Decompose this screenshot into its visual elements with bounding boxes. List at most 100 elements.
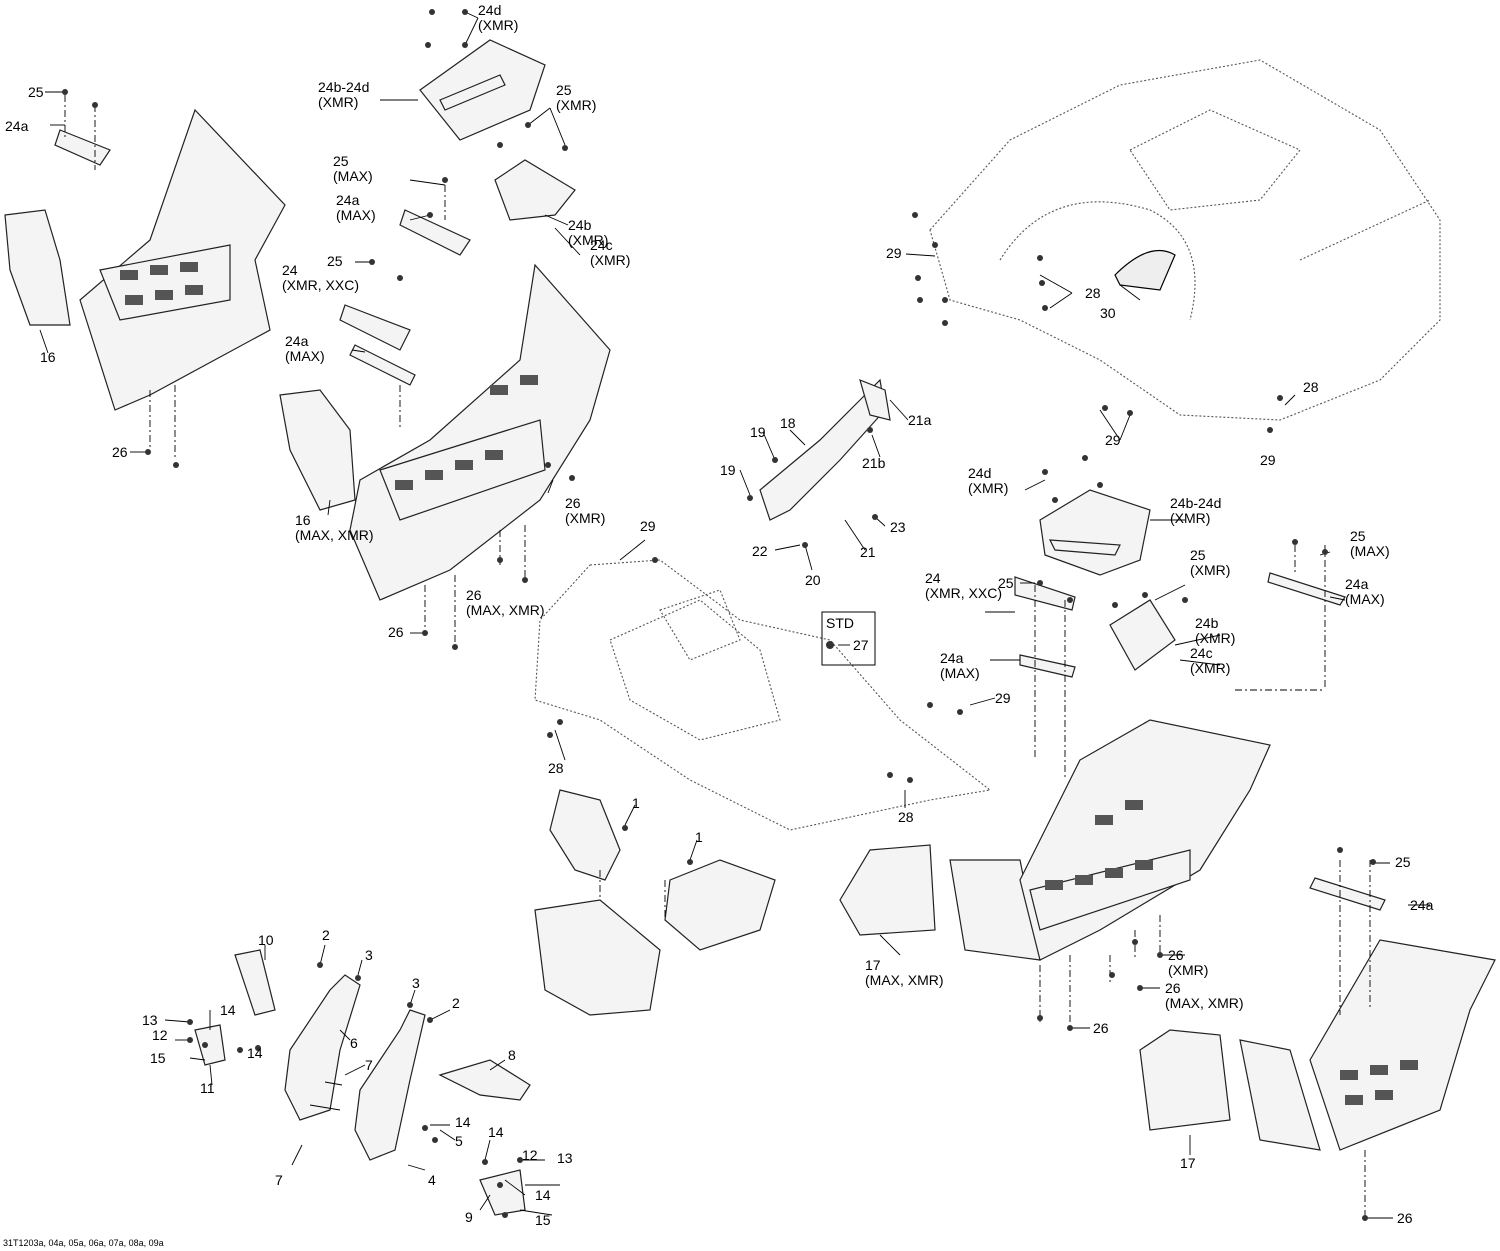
- callout-label: 7: [365, 1057, 373, 1073]
- callout-label: 1: [632, 795, 640, 811]
- callout-label: 24b(XMR): [1195, 615, 1235, 646]
- figure-code: 31T1203a, 04a, 05a, 06a, 07a, 08a, 09a: [3, 1238, 164, 1248]
- callout-label: 13: [142, 1012, 158, 1028]
- callout-label: 26(XMR): [565, 495, 605, 526]
- callout-label: 9: [465, 1209, 473, 1225]
- callout-label: 19: [750, 424, 766, 440]
- grille-part: [534, 789, 776, 1016]
- callout-label: 16(MAX, XMR): [295, 512, 374, 543]
- callout-label: 27: [853, 637, 869, 653]
- callout-label: 28: [548, 760, 564, 776]
- callout-label: 28: [898, 809, 914, 825]
- callout-label: 13: [557, 1150, 573, 1166]
- callout-label: 29: [1260, 452, 1276, 468]
- callout-label: 17(MAX, XMR): [865, 957, 944, 988]
- callout-label: 7: [275, 1172, 283, 1188]
- callout-label: 24(XMR, XXC): [282, 262, 359, 293]
- front-frame-part: [194, 949, 531, 1216]
- callout-label: 11: [200, 1080, 215, 1096]
- dashed-leaders: [64, 95, 1371, 1215]
- callout-label: 2: [322, 927, 330, 943]
- callout-label: 17: [1180, 1155, 1196, 1171]
- callout-label: 25(XMR): [556, 82, 596, 113]
- callout-label: 26(MAX, XMR): [466, 587, 545, 618]
- callout-label: 26: [1093, 1020, 1109, 1036]
- callout-label: 23: [890, 519, 906, 535]
- callout-label: 6: [350, 1035, 358, 1051]
- callout-label: 24d(XMR): [968, 465, 1008, 496]
- callout-label: 24b-24d(XMR): [318, 79, 369, 110]
- fasteners: [62, 9, 1376, 1221]
- callout-label: 28: [1085, 285, 1101, 301]
- callout-label: 29: [886, 245, 902, 261]
- callout-label: 21: [860, 544, 876, 560]
- callout-label: 25: [998, 575, 1014, 591]
- callout-label: 30: [1100, 305, 1116, 321]
- callout-label: 25(XMR): [1190, 547, 1230, 578]
- callout-label: 24b-24d(XMR): [1170, 495, 1221, 526]
- callout-label: 16: [40, 349, 56, 365]
- front-fender-part: [534, 559, 992, 831]
- right-footrest-std-part: [1139, 877, 1496, 1151]
- callout-label: 18: [780, 415, 796, 431]
- callout-label: 24a(MAX): [336, 192, 376, 223]
- center-footrest-part: [279, 209, 611, 601]
- callout-label: 12: [152, 1027, 168, 1043]
- right-footrest-max-part: [839, 719, 1271, 961]
- callout-label: 4: [428, 1172, 436, 1188]
- callout-label: 26(XMR): [1168, 947, 1208, 978]
- callout-label: 29: [995, 690, 1011, 706]
- callout-label: 24b(XMR): [568, 217, 608, 248]
- callout-label: 24(XMR, XXC): [925, 570, 1002, 601]
- callout-label: 10: [258, 932, 274, 948]
- callout-labels: 1 1 2 2 3 3 4 5 6 7 7 8 9 10 11 12 12 13…: [5, 2, 1434, 1228]
- callout-label: 12: [522, 1147, 538, 1163]
- callout-label: 15: [150, 1050, 166, 1066]
- callout-label: 29: [1105, 432, 1121, 448]
- callout-label: 25: [28, 84, 44, 100]
- callout-label: 24d(XMR): [478, 2, 518, 33]
- std-box-label: STD: [826, 615, 854, 631]
- callout-label: 22: [752, 543, 768, 559]
- callout-label: 26: [112, 444, 128, 460]
- callout-label: 24a: [1410, 897, 1434, 913]
- callout-label: 26: [1397, 1210, 1413, 1226]
- callout-label: 14: [220, 1002, 236, 1018]
- step-plate-right-part: [1014, 489, 1346, 678]
- callout-label: 29: [640, 518, 656, 534]
- callout-label: 2: [452, 995, 460, 1011]
- callout-label: 25: [327, 253, 343, 269]
- callout-label: 14: [488, 1124, 504, 1140]
- callout-label: 26(MAX, XMR): [1165, 980, 1244, 1011]
- callout-label: 21b: [862, 455, 886, 471]
- callout-label: 1: [695, 829, 703, 845]
- callout-label: 24a(MAX): [1345, 576, 1385, 607]
- callout-label: 20: [805, 572, 821, 588]
- callout-label: 14: [455, 1114, 471, 1130]
- callout-label: 14: [535, 1187, 551, 1203]
- callout-label: 8: [508, 1047, 516, 1063]
- callout-label: 24c(XMR): [1190, 645, 1230, 676]
- step-plate-top-part: [419, 39, 576, 221]
- callout-label: 3: [365, 947, 373, 963]
- callout-label: 25(MAX): [1350, 528, 1390, 559]
- bracket-part: [759, 378, 891, 521]
- callout-label: 26: [388, 624, 404, 640]
- left-footrest-part: [4, 108, 286, 411]
- callout-label: 25(MAX): [333, 153, 373, 184]
- callout-label: 24a(MAX): [940, 650, 980, 681]
- callout-label: 28: [1303, 379, 1319, 395]
- callout-label: 24c(XMR): [590, 237, 630, 268]
- callout-label: 14: [247, 1045, 263, 1061]
- rear-fender-part: [929, 59, 1441, 421]
- callout-label: 3: [412, 975, 420, 991]
- callout-label: 5: [455, 1133, 463, 1149]
- callout-label: 21a: [908, 412, 932, 428]
- callout-label: 24a(MAX): [285, 333, 325, 364]
- callout-label: 25: [1395, 854, 1411, 870]
- callout-label: 24a: [5, 118, 29, 134]
- callout-label: 15: [535, 1212, 551, 1228]
- callout-label: 19: [720, 462, 736, 478]
- std-box: STD: [821, 611, 876, 666]
